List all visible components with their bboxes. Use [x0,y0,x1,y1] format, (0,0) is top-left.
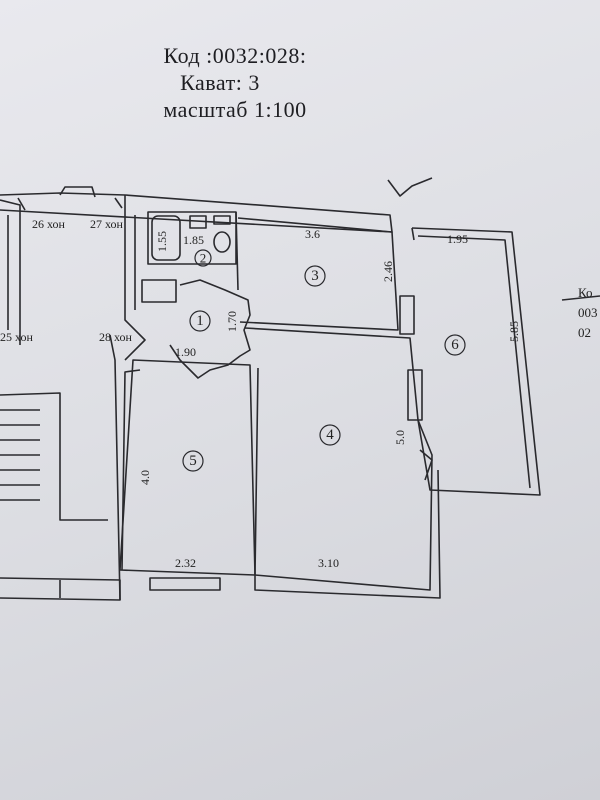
apt-26-label: 26 хон [32,217,66,231]
room-2-label: 2 [200,251,207,266]
room-5-inner [121,369,141,571]
sink [189,215,207,229]
room-4-wall [244,327,433,591]
toilet-bowl [213,231,231,253]
room-5-circle [182,450,204,472]
stair-steps [0,409,40,501]
dim-room3-width: 3.6 [305,227,320,241]
dim-room1-height: 1.70 [225,311,239,332]
edge-text-2: 003 [578,305,598,320]
window-5 [149,577,221,591]
room-2-circle [194,249,212,267]
door-swing-4 [419,449,433,481]
apt-27-label: 27 хон [90,217,124,231]
door-4-6 [407,369,423,421]
edge-text-1: Ко [578,285,593,300]
edge-text-3: 02 [578,325,591,340]
dim-room5-height: 4.0 [138,470,152,485]
plan-code: Код :0032:028: [163,43,307,68]
room-3-circle [304,265,326,287]
room-1-circle [189,310,211,332]
door-3-6 [399,295,415,335]
dim-bath-height: 1.55 [155,231,169,252]
plan-scale: масштаб 1:100 [163,97,307,122]
left-partition [0,199,21,345]
room-3-wall [237,217,399,331]
bottom-wall-left [0,577,121,601]
dim-room1-width: 1.90 [175,345,196,359]
closet [141,279,177,303]
window-26 [59,186,96,198]
apt-28-label: 28 хон [99,330,133,344]
window-27-mark [114,197,123,209]
room-6-inner [417,235,531,489]
room-6-corner [411,227,415,241]
plan-header: Код :0032:028: Кават: 3 масштаб 1:100 [0,42,470,123]
dim-room4-width: 3.10 [318,556,339,570]
balcony-marker [387,177,433,197]
dim-room5-width: 2.32 [175,556,196,570]
room-5-wall [119,359,256,576]
room-6-wall [411,227,541,496]
room-1-label: 1 [196,313,204,329]
corridor-right-wall [235,211,239,291]
plan-floor: Кават: 3 [180,70,260,95]
dim-room6-width: 1.95 [447,232,468,246]
room-5-outer [109,334,121,601]
room-5-label: 5 [189,453,197,469]
room-3-label: 3 [311,268,319,284]
hall-doors [169,279,251,379]
apt-25-label: 25 хон [0,330,34,344]
dim-bath-width: 1.85 [183,233,204,247]
dim-room4-height: 5.0 [393,430,407,445]
room-4-label: 4 [326,427,334,443]
dim-room6-height: 5.85 [507,321,521,342]
bottom-wall-right [254,469,441,599]
top-wall [0,192,393,233]
toilet-tank [213,215,231,225]
room-6-circle [444,334,466,356]
entry-wall [124,195,146,361]
room-4-circle [319,424,341,446]
bathtub [151,215,181,261]
side-mark [561,295,600,301]
stair-block [0,392,108,521]
room-6-label: 6 [451,337,459,353]
dim-room3-height: 2.46 [381,261,395,282]
window-left-mark [17,197,26,211]
